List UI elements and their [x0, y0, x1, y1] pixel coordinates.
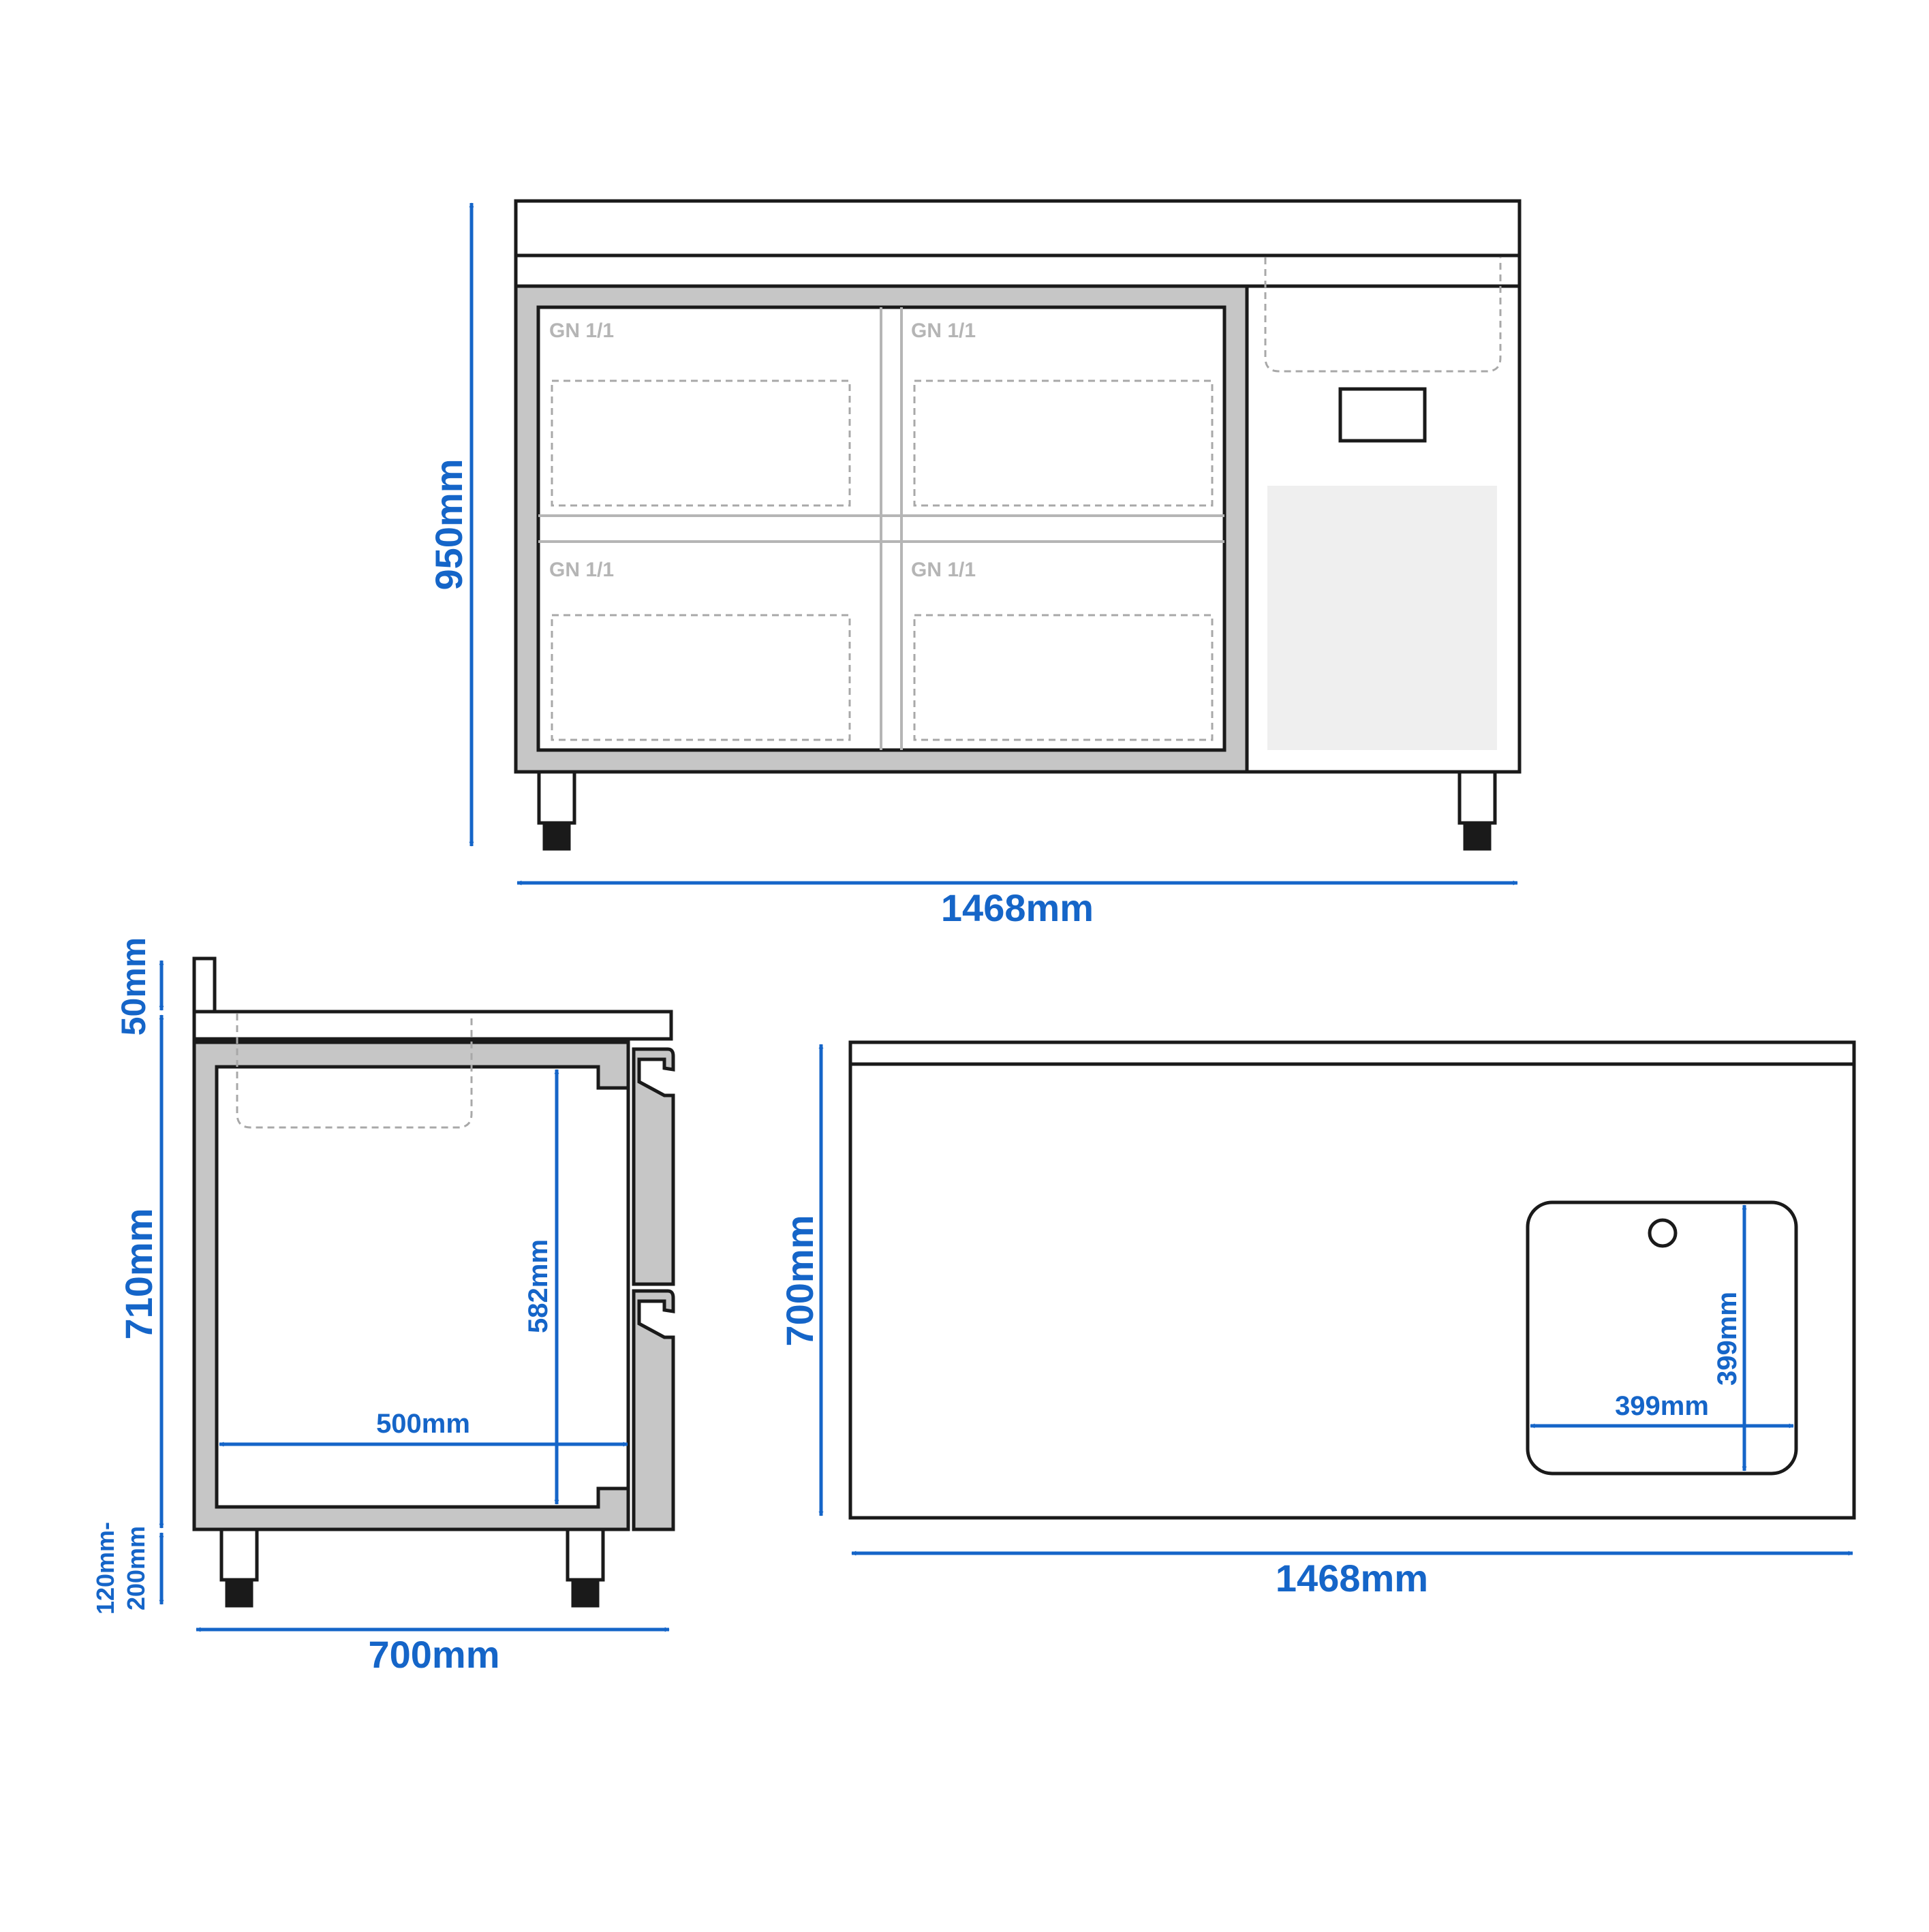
side-door-lower — [632, 1289, 675, 1531]
side-backsplash — [192, 956, 217, 1014]
side-leg-left — [219, 1527, 259, 1608]
gn-label-bottom-right: GN 1/1 — [911, 559, 976, 581]
sink-width-label: 399mm — [1615, 1391, 1709, 1421]
top-width-label: 1468mm — [1276, 1557, 1428, 1600]
front-leg-right — [1457, 770, 1497, 851]
gn-label-top-left: GN 1/1 — [549, 320, 614, 342]
gn-label-top-right: GN 1/1 — [911, 320, 976, 342]
gn-pan-outline-4 — [913, 614, 1214, 741]
sink-drain-icon — [1648, 1218, 1678, 1248]
sink-depth-label: 399mm — [1712, 1292, 1742, 1386]
interior-depth-label: 500mm — [376, 1409, 470, 1439]
sink-basin — [1526, 1200, 1798, 1476]
top-view — [848, 1040, 1856, 1520]
gn-pan-outline-3 — [551, 614, 851, 741]
side-leg-right — [566, 1527, 605, 1608]
front-worktop — [514, 199, 1522, 288]
gn-label-bottom-left: GN 1/1 — [549, 559, 614, 581]
side-cabinet-interior — [215, 1065, 630, 1509]
control-display — [1338, 387, 1427, 443]
front-width-label: 1468mm — [941, 886, 1094, 929]
compressor-vent-panel — [1267, 486, 1497, 750]
body-height-label: 710mm — [117, 1208, 160, 1339]
side-view — [192, 956, 675, 1608]
top-depth-label: 700mm — [778, 1215, 821, 1346]
front-leg-left — [537, 770, 576, 851]
top-dimensions — [818, 1044, 1853, 1556]
interior-height-label: 582mm — [523, 1239, 553, 1333]
gn-pan-outline-1 — [551, 379, 851, 507]
side-compressor-hidden-outline — [236, 1014, 473, 1129]
side-depth-label: 700mm — [368, 1633, 499, 1676]
front-view — [514, 199, 1522, 851]
front-dimensions — [469, 202, 1518, 886]
compressor-hidden-outline — [1264, 258, 1502, 373]
leg-height-label-line2: 200mm — [122, 1526, 150, 1610]
front-height-label: 950mm — [427, 458, 470, 590]
side-door-upper — [632, 1047, 675, 1286]
gn-compartments: GN 1/1 GN 1/1 GN 1/1 GN 1/1 — [538, 307, 1224, 750]
side-worktop — [192, 1010, 673, 1041]
leg-height-label-line1: 120mm- — [91, 1522, 119, 1615]
gn-pan-outline-2 — [913, 379, 1214, 507]
backsplash-label: 50mm — [114, 937, 153, 1036]
side-dimensions — [159, 960, 670, 1632]
